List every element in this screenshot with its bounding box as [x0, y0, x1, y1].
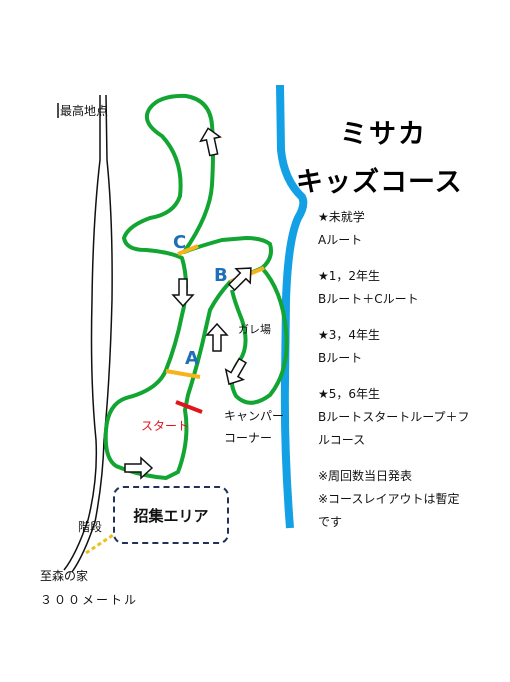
route-letter-b: B — [214, 265, 228, 286]
to-house-label: 至森の家 — [40, 569, 89, 583]
camper-corner-label-1: キャンパー — [224, 409, 285, 423]
note-line: Bルート＋Cルート — [318, 292, 419, 306]
marker-a-line — [165, 369, 201, 379]
start-label: スタート — [141, 419, 190, 433]
stairs-path — [85, 533, 114, 555]
assembly-area-label: 招集エリア — [133, 506, 209, 525]
distance-label: ３００メートル — [40, 593, 139, 607]
river — [276, 84, 308, 529]
note-line: です — [318, 515, 343, 529]
road-right-edge — [71, 94, 113, 573]
camper-corner-label-2: コーナー — [224, 431, 273, 445]
arrow-down-c-icon — [171, 278, 195, 308]
note-line: ※コースレイアウトは暫定 — [318, 492, 460, 506]
note-heading: ★3，4年生 — [318, 328, 381, 342]
start-line — [175, 400, 203, 414]
title-line-1: ミサカ — [340, 119, 427, 150]
stairs-label: 階段 — [78, 520, 103, 534]
arrow-up-top-icon — [199, 127, 222, 157]
route-letter-c: C — [173, 232, 187, 253]
highest-point-label: 最高地点 — [60, 104, 109, 118]
arrow-right-bottom-icon — [124, 456, 154, 480]
title-line-2: キッズコース — [296, 167, 463, 198]
course-camper-loop — [229, 266, 289, 405]
category-notes: ★未就学 Aルート ★1，2年生 Bルート＋Cルート ★3，4年生 Bルート ★… — [318, 206, 508, 534]
arrow-down-camper-icon — [224, 357, 247, 386]
gravel-label: ガレ場 — [238, 323, 271, 336]
road-left-edge — [63, 95, 101, 571]
note-line: Aルート — [318, 233, 363, 247]
assembly-area: 招集エリア — [113, 486, 229, 544]
note-line: Bルートスタートループ＋フ — [318, 410, 470, 424]
route-letter-a: A — [185, 348, 199, 369]
course-outer-loop — [103, 93, 273, 480]
arrow-up-middle-icon — [205, 322, 229, 352]
arrow-b-icon — [227, 267, 252, 292]
note-line: Bルート — [318, 351, 363, 365]
note-heading: ★1，2年生 — [318, 269, 381, 283]
note-heading: ★未就学 — [318, 210, 365, 224]
note-heading: ★5，6年生 — [318, 387, 381, 401]
marker-c-line — [177, 244, 199, 256]
note-heading: ※周回数当日発表 — [318, 469, 413, 483]
note-line: ルコース — [318, 433, 366, 447]
